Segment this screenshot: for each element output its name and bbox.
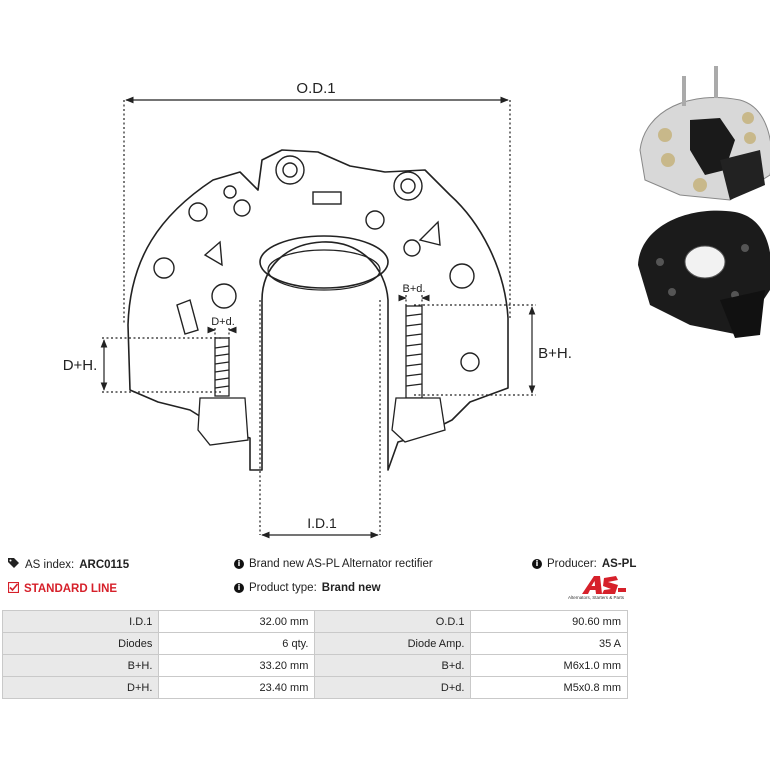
spec-label: D+d.	[314, 676, 472, 699]
product-type-label: Product type:	[249, 582, 317, 594]
standard-line-row: STANDARD LINE	[7, 581, 118, 596]
stud-d	[197, 337, 249, 446]
dd-label: D+d.	[211, 316, 235, 328]
od-label: O.D.1	[296, 80, 335, 97]
producer-value: AS-PL	[601, 558, 637, 570]
spec-value: 33.20 mm	[158, 654, 316, 677]
product-type-value: Brand new	[321, 582, 381, 594]
info-icon: i	[234, 559, 244, 569]
product-photo-bottom	[638, 210, 770, 338]
logo-caption: Alternators, Starters & Parts	[567, 595, 625, 600]
as-index-value: ARC0115	[79, 558, 130, 571]
info-icon: i	[234, 583, 244, 593]
producer-label: Producer:	[547, 558, 597, 570]
bh-label: B+H.	[538, 345, 572, 362]
standard-line-label: STANDARD LINE	[24, 583, 118, 595]
bd-label: B+d.	[403, 283, 426, 295]
spec-label: I.D.1	[1, 610, 160, 633]
spec-value: 32.00 mm	[158, 610, 316, 633]
spec-value: M6x1.0 mm	[470, 654, 628, 677]
stud-b	[391, 305, 446, 443]
spec-label: Diode Amp.	[314, 632, 472, 655]
technical-drawing: O.D.1 I.D.1 D+H. B+H. B+d. D+d.	[63, 66, 770, 539]
spec-label: B+d.	[314, 654, 472, 677]
spec-value: 35 A	[470, 632, 628, 655]
as-index-row: AS index: ARC0115	[8, 558, 129, 571]
spec-label: B+H.	[1, 654, 160, 677]
tag-icon	[8, 558, 20, 571]
product-type-row: i Product type: Brand new	[234, 582, 381, 594]
checkbox-icon	[7, 581, 20, 596]
spec-value: 6 qty.	[158, 632, 316, 655]
as-pl-logo: Alternators, Starters & Parts	[560, 574, 632, 602]
spec-label: O.D.1	[314, 610, 472, 633]
spec-value: 23.40 mm	[158, 676, 316, 699]
id-label: I.D.1	[307, 515, 337, 531]
spec-value: M5x0.8 mm	[470, 676, 628, 699]
product-photo-top	[639, 66, 770, 201]
product-description: Brand new AS-PL Alternator rectifier	[249, 558, 433, 570]
info-icon: i	[532, 559, 542, 569]
as-index-label: AS index:	[25, 558, 75, 571]
spec-label: D+H.	[1, 676, 160, 699]
description-row: i Brand new AS-PL Alternator rectifier	[234, 558, 433, 570]
center-hole	[259, 235, 389, 289]
rectifier-outline	[127, 149, 509, 471]
dh-label: D+H.	[63, 357, 98, 374]
spec-label: Diodes	[1, 632, 160, 655]
spec-value: 90.60 mm	[470, 610, 628, 633]
producer-row: i Producer: AS-PL	[532, 558, 636, 570]
